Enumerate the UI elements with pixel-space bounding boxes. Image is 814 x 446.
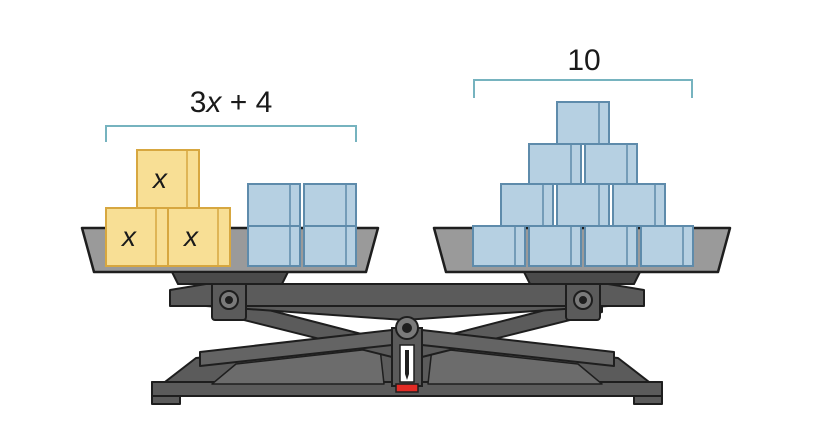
left-label-coef: 3	[190, 86, 207, 119]
unit-block	[247, 183, 301, 227]
scale-center-post	[391, 327, 423, 387]
left-pan-label: 3x + 4	[190, 86, 273, 119]
scale-beam	[169, 279, 645, 321]
x-block-label: x	[151, 163, 168, 194]
unit-block	[303, 225, 357, 267]
x-block-label: x	[120, 221, 137, 252]
x-block: x	[136, 149, 200, 209]
unit-block	[303, 183, 357, 227]
unit-block	[500, 183, 554, 227]
unit-block	[528, 143, 582, 185]
unit-block	[612, 183, 666, 227]
unit-block	[556, 101, 610, 145]
x-block: x	[167, 207, 231, 267]
left-bracket	[105, 125, 357, 142]
unit-block	[584, 225, 638, 267]
right-bracket	[473, 79, 693, 98]
unit-block	[640, 225, 694, 267]
balance-indicator	[395, 383, 419, 393]
unit-block	[584, 143, 638, 185]
x-block: x	[105, 207, 169, 267]
unit-block	[472, 225, 526, 267]
right-pan-label: 10	[567, 44, 600, 77]
left-label-op: + 4	[221, 86, 272, 119]
unit-block	[528, 225, 582, 267]
pivot-bolts	[219, 290, 593, 340]
left-label-var: x	[204, 86, 222, 119]
unit-block	[556, 183, 610, 227]
unit-block	[247, 225, 301, 267]
x-block-label: x	[182, 221, 199, 252]
